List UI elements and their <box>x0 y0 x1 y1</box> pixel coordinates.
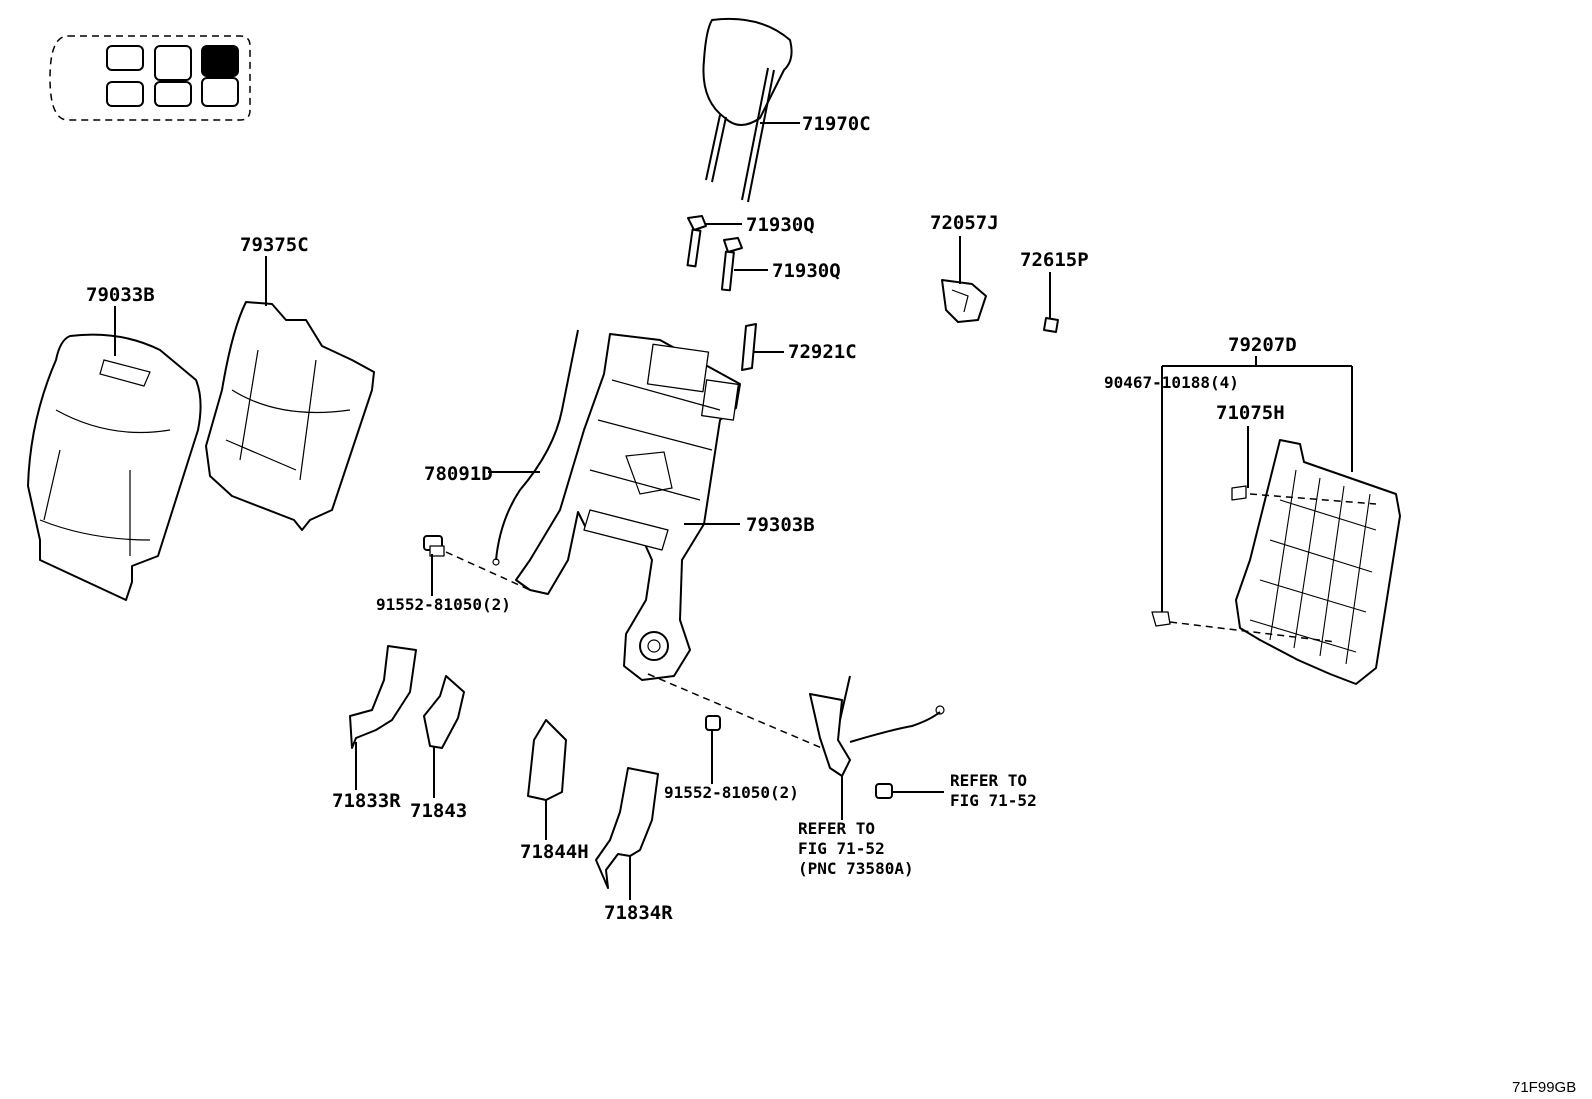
label-72057J: 72057J <box>930 212 999 234</box>
label-71834R: 71834R <box>604 902 673 924</box>
back-board-79207D-illustration <box>1151 439 1401 685</box>
headrest-illustration <box>702 17 793 203</box>
clip-72615P-illustration <box>1043 272 1059 333</box>
refer-to-bottom-line1: REFER TO <box>798 819 875 838</box>
label-79033B: 79033B <box>86 284 155 306</box>
refer-to-right-line1: REFER TO <box>950 771 1027 790</box>
refer-to-bottom-line2: FIG 71-52 <box>798 839 885 858</box>
cover-71834R-illustration <box>595 767 659 900</box>
seatback-pad-79375C-illustration <box>205 301 375 531</box>
headrest-guide-illustration <box>686 215 743 292</box>
refer-to-right-line2: FIG 71-52 <box>950 791 1037 810</box>
cover-71844H-illustration <box>527 719 567 840</box>
cover-71833R-illustration <box>349 645 417 790</box>
cover-71843-illustration <box>423 675 465 798</box>
seat-cell-r2c2 <box>154 81 192 107</box>
seat-cell-r1c1 <box>106 45 144 71</box>
label-91552-81050-center: 91552-81050(2) <box>664 783 799 802</box>
label-90467-10188: 90467-10188(4) <box>1104 373 1239 392</box>
bolt-left-illustration <box>423 535 531 596</box>
seat-cell-r2c1 <box>106 81 144 107</box>
seatbelt-assembly-illustration <box>809 675 945 820</box>
seat-cell-r1c2 <box>154 45 192 81</box>
bolt-center-illustration <box>647 673 851 784</box>
label-71843: 71843 <box>410 800 467 822</box>
label-71930Q-a: 71930Q <box>746 214 815 236</box>
label-71844H: 71844H <box>520 841 589 863</box>
figure-code: 71F99GB <box>1512 1079 1576 1096</box>
label-79303B: 79303B <box>746 514 815 536</box>
seatback-cover-79033B-illustration <box>27 333 202 601</box>
label-78091D: 78091D <box>424 463 493 485</box>
label-71930Q-b: 71930Q <box>772 260 841 282</box>
refer-to-bottom-line3: (PNC 73580A) <box>798 859 914 878</box>
cable-78091D-illustration <box>488 329 579 566</box>
seat-cell-r1c3-selected <box>201 45 239 77</box>
seat-position-key <box>49 35 251 121</box>
seatback-frame-79303B-illustration <box>515 333 741 681</box>
label-79207D: 79207D <box>1228 334 1297 356</box>
label-71970C: 71970C <box>802 113 871 135</box>
label-72615P: 72615P <box>1020 249 1089 271</box>
label-72921C: 72921C <box>788 341 857 363</box>
bracket-72057J-illustration <box>941 236 987 323</box>
seat-cell-r2c3 <box>201 77 239 107</box>
label-79375C: 79375C <box>240 234 309 256</box>
strip-72921C-illustration <box>741 323 757 371</box>
label-71833R: 71833R <box>332 790 401 812</box>
label-71075H: 71075H <box>1216 402 1285 424</box>
label-91552-81050-left: 91552-81050(2) <box>376 595 511 614</box>
